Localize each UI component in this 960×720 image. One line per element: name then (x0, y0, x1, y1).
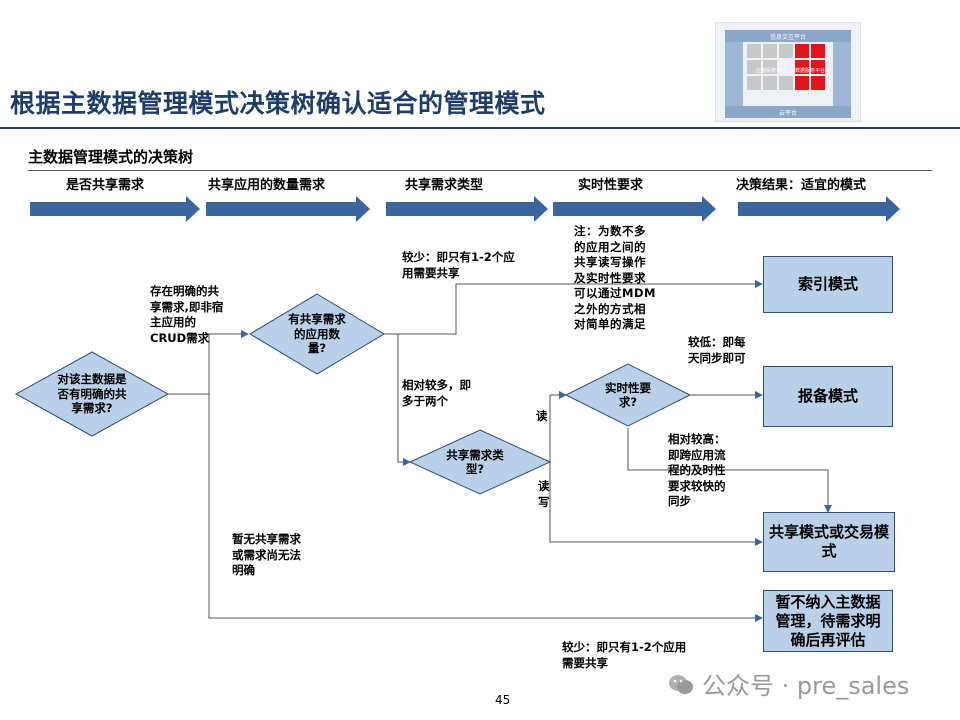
result-box-deferred: 暂不纳入主数据管理，待需求明确后再评估 (763, 590, 893, 652)
stage-label-need-type: 共享需求类型 (405, 178, 484, 193)
page-number: 45 (495, 693, 511, 707)
connector-d3-to-shared (549, 462, 763, 546)
wechat-icon (669, 674, 693, 694)
label-high-realtime: 相对较高：即跨应用流程的及时性要求较快的同步 (668, 432, 726, 508)
connector-d4-to-shared (627, 428, 832, 513)
decision-diamond-shared-need (14, 351, 170, 437)
diamond-text-need-type: 共享需求类型? (446, 447, 504, 477)
stage-arrow-4 (553, 196, 716, 222)
label-no-need: 暂无共享需求或需求尚无法明确 (232, 532, 301, 577)
stage-arrow-3 (386, 196, 548, 222)
stage-arrow-2 (206, 196, 370, 222)
connector-d2-to-index (384, 280, 763, 335)
label-few-apps-bottom: 较少：即只有1-2个应用需要共享 (562, 640, 687, 670)
label-read-write: 读写 (538, 479, 550, 509)
result-box-shared-mode: 共享模式或交易模式 (763, 512, 895, 572)
result-box-index-mode: 索引模式 (763, 256, 893, 313)
label-explicit-need: 存在明确的共享需求,即非宿主应用的CRUD需求 (150, 284, 224, 345)
diamond-text-realtime: 实时性要求? (605, 380, 651, 410)
watermark: 公众号 · pre_sales (668, 666, 909, 701)
label-low-realtime: 较低：即每天同步即可 (688, 335, 746, 365)
logo-left-label: 应用系统平台 (756, 67, 786, 74)
connector-d1-to-none (208, 394, 763, 622)
watermark-text: 公众号 · pre_sales (702, 672, 910, 700)
logo-top-label: 信息交互平台 (770, 33, 806, 41)
stage-arrow-5 (738, 196, 900, 222)
label-few-apps: 较少：即只有1-2个应用需要共享 (402, 250, 515, 280)
page-title: 根据主数据管理模式决策树确认适合的管理模式 (10, 89, 546, 118)
logo-bottom-label: 云平台 (779, 109, 797, 117)
connector-d1-to-d2 (168, 330, 249, 395)
section-subtitle: 主数据管理模式的决策树 (28, 148, 194, 166)
stage-label-shared-need: 是否共享需求 (66, 178, 145, 193)
result-box-backup-mode: 报备模式 (763, 366, 893, 427)
title-divider (0, 127, 960, 129)
logo-right-label: 数据服务平台 (795, 67, 825, 74)
stage-arrow-1 (30, 196, 200, 222)
label-note: 注：为数不多的应用之间的共享读写操作及实时性要求可以通过MDM之外的方式相对简单… (574, 224, 656, 331)
label-read: 读 (536, 409, 548, 423)
stage-label-app-count: 共享应用的数量需求 (208, 178, 326, 193)
platform-logo: 信息交互平台 应用系统平台 数据服务平台 云平台 (715, 22, 861, 122)
decision-diamond-need-type (408, 429, 552, 495)
diamond-text-app-count: 有共享需求的应用数量? (288, 312, 346, 356)
decision-diamond-realtime (564, 363, 692, 427)
stage-label-result: 决策结果：适宜的模式 (736, 178, 867, 193)
decision-diamond-app-count (249, 293, 385, 375)
connector-d2-to-d3 (397, 334, 411, 466)
label-more-apps: 相对较多，即多于两个 (402, 378, 471, 408)
connector-d3-to-d4 (549, 391, 567, 462)
subtitle-divider (28, 170, 932, 171)
stage-label-realtime: 实时性要求 (578, 178, 644, 193)
diamond-text-shared-need: 对该主数据是否有明确的共享需求? (57, 372, 127, 416)
